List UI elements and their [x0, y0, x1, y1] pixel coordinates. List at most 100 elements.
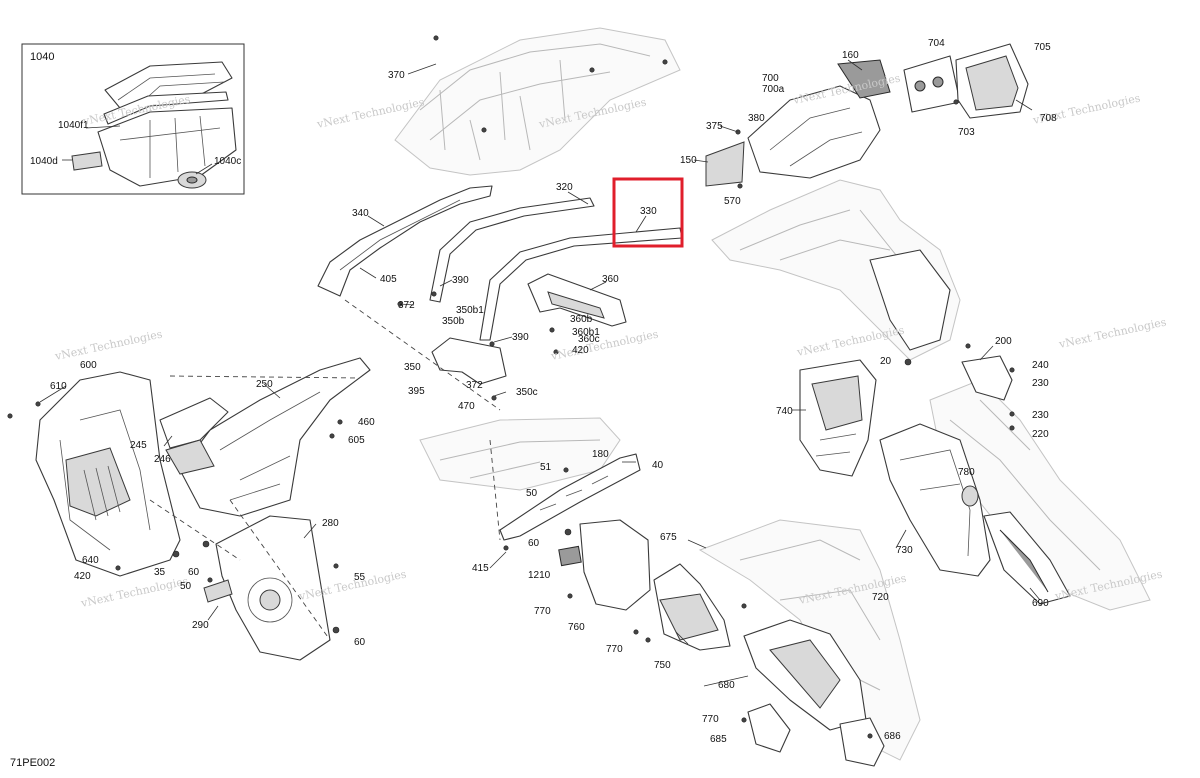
callout-label: 395: [408, 386, 425, 397]
callout-label: 390: [512, 332, 529, 343]
callout-label: 600: [80, 360, 97, 371]
callout-label: 770: [702, 714, 719, 725]
rear-bar-340: [317, 185, 493, 297]
console-280: [203, 515, 331, 661]
ghost-roof-cage: [394, 27, 681, 176]
assembly-line-5: [489, 439, 501, 541]
callout-label: 350: [404, 362, 421, 373]
highlight-box: [612, 177, 684, 248]
callout-label: 460: [358, 417, 375, 428]
callout-label: 720: [872, 592, 889, 603]
callout-label: 704: [928, 38, 945, 49]
callout-label: 380: [748, 113, 765, 124]
callout-label: 610: [50, 381, 67, 392]
side-panel-600: [35, 371, 181, 577]
watermark-text: vNext Technologies: [795, 323, 906, 359]
callout-label: 40: [652, 460, 664, 471]
callout-label: 200: [995, 336, 1012, 347]
callout-label: 1210: [528, 570, 551, 581]
assembly-line-1: [344, 299, 501, 411]
callout-label: 160: [842, 50, 859, 61]
watermark-text: vNext Technologies: [549, 327, 660, 363]
callout-label: 350b1: [456, 305, 484, 316]
callout-label: 50: [526, 488, 538, 499]
callout-label: 150: [680, 155, 697, 166]
leader-lines: [39, 59, 1041, 687]
callout-label: 750: [654, 660, 671, 671]
callout-label: 350c: [516, 387, 538, 398]
watermark-text: vNext Technologies: [1057, 315, 1168, 351]
panel-750: [653, 563, 731, 651]
callout-label: 700: [762, 73, 779, 84]
callout-label: 20: [880, 356, 892, 367]
callout-label: 330: [640, 206, 657, 217]
callout-label: 690: [1032, 598, 1049, 609]
inset-title: 1040: [30, 51, 54, 63]
callout-label: 360b1: [572, 327, 600, 338]
callout-label: 640: [82, 555, 99, 566]
ghost-dash: [711, 179, 961, 361]
callout-label: 686: [884, 731, 901, 742]
callout-label: 700a: [762, 84, 785, 95]
callout-label: 35: [154, 567, 166, 578]
callout-label: 675: [660, 532, 677, 543]
callout-label: 760: [568, 622, 585, 633]
callout-label: 405: [380, 274, 397, 285]
callout-label: 703: [958, 127, 975, 138]
callout-label: 230: [1032, 410, 1049, 421]
callout-label: 246: [154, 454, 171, 465]
callout-label: 360c: [578, 334, 600, 345]
callout-label: 470: [458, 401, 475, 412]
callout-label: 420: [572, 345, 589, 356]
callout-label: 360b: [570, 314, 593, 325]
callout-label: 60: [188, 567, 200, 578]
callout-label: 780: [958, 467, 975, 478]
figure-code: 71PE002: [10, 757, 55, 769]
callout-label: 250: [256, 379, 273, 390]
callout-label: 570: [724, 196, 741, 207]
bracket-360: [527, 273, 627, 327]
bracket-200: [961, 355, 1013, 401]
callout-label: 51: [540, 462, 552, 473]
bracket-40: [499, 453, 641, 541]
callout-label: 240: [1032, 360, 1049, 371]
callout-label: 1040c: [214, 156, 241, 167]
callout-label: 180: [592, 449, 609, 460]
callout-label: 290: [192, 620, 209, 631]
callout-label: 375: [706, 121, 723, 132]
callout-label: 60: [354, 637, 366, 648]
dash-700: [705, 43, 1029, 187]
panel-730: [879, 423, 991, 577]
assembly-line-2: [169, 375, 361, 379]
callout-label: 685: [710, 734, 727, 745]
callout-label: 50: [180, 581, 192, 592]
callout-label: 605: [348, 435, 365, 446]
callout-label: 705: [1034, 42, 1051, 53]
assembly-line-4: [229, 499, 331, 641]
callout-label: 708: [1040, 113, 1057, 124]
panel-760: [558, 519, 651, 611]
callout-label: 230: [1032, 378, 1049, 389]
callout-label: 372: [466, 380, 483, 391]
callout-label: 415: [472, 563, 489, 574]
watermark-text: vNext Technologies: [53, 327, 164, 363]
callout-label: 340: [352, 208, 369, 219]
assembly-line-3: [149, 499, 241, 561]
callout-label: 55: [354, 572, 366, 583]
callout-label: 680: [718, 680, 735, 691]
callout-label: 320: [556, 182, 573, 193]
ghost-floor: [419, 417, 621, 491]
bracket-350: [431, 337, 507, 385]
callout-label: 60: [528, 538, 540, 549]
console-250: [159, 357, 371, 517]
side-panel-740: [799, 359, 877, 477]
panel-690: [983, 511, 1071, 605]
watermark-text: vNext Technologies: [79, 574, 190, 610]
fasteners: [7, 35, 1015, 739]
callout-label: 420: [74, 571, 91, 582]
callout-label: 245: [130, 440, 147, 451]
callout-label: 372: [398, 300, 415, 311]
panel-680: [743, 619, 885, 767]
callout-label: 280: [322, 518, 339, 529]
